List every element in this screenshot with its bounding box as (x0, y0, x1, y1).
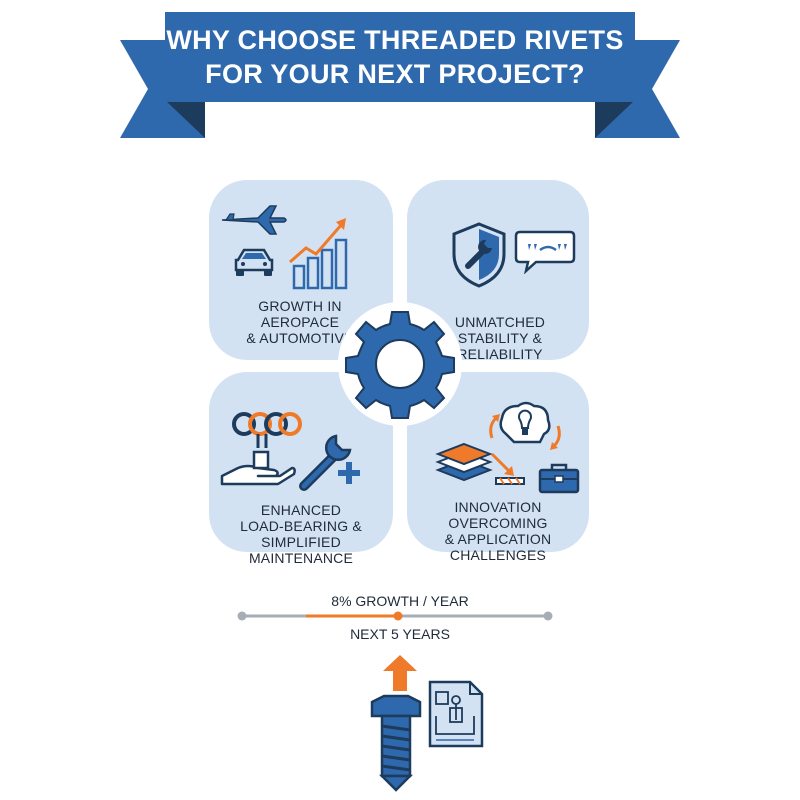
up-arrow-icon (383, 655, 417, 691)
blueprint-icon (428, 680, 484, 748)
banner-ribbon (120, 12, 680, 138)
wrench-plus-icon (299, 434, 360, 491)
bolt-icon (370, 694, 422, 792)
brain-bulb-icon (489, 401, 561, 450)
label-growth: GROWTH IN AEROPACE & AUTOMOTIVE (246, 298, 354, 346)
linked-rings-icon (232, 412, 302, 448)
title-line-1: WHY CHOOSE THREADED RIVETS (166, 25, 624, 55)
label-innovation: INNOVATION OVERCOMING & APPLICATION CHAL… (444, 499, 552, 563)
title-banner: WHY CHOOSE THREADED RIVETS FOR YOUR NEXT… (0, 0, 800, 150)
growth-chart-icon (289, 218, 348, 290)
growth-period-label: NEXT 5 YEARS (350, 626, 450, 642)
hand-icon (220, 450, 296, 486)
airplane-icon (221, 205, 287, 235)
toolbox-icon (538, 463, 580, 494)
car-icon (234, 248, 274, 276)
obstacle-arrow-icon (490, 452, 525, 485)
layers-icon (435, 442, 493, 482)
title-line-2: FOR YOUR NEXT PROJECT? (205, 59, 585, 89)
shield-wrench-icon (452, 222, 506, 288)
speech-bubble-icon (514, 230, 576, 274)
growth-timeline (237, 611, 553, 621)
label-stability: UNMATCHED STABILITY & RELIABILITY (454, 314, 546, 362)
growth-rate-label: 8% GROWTH / YEAR (331, 593, 469, 609)
page-title: WHY CHOOSE THREADED RIVETS FOR YOUR NEXT… (165, 14, 625, 100)
gear-icon (338, 302, 462, 426)
label-load-bearing: ENHANCED LOAD-BEARING & SIMPLIFIED MAINT… (240, 502, 362, 566)
